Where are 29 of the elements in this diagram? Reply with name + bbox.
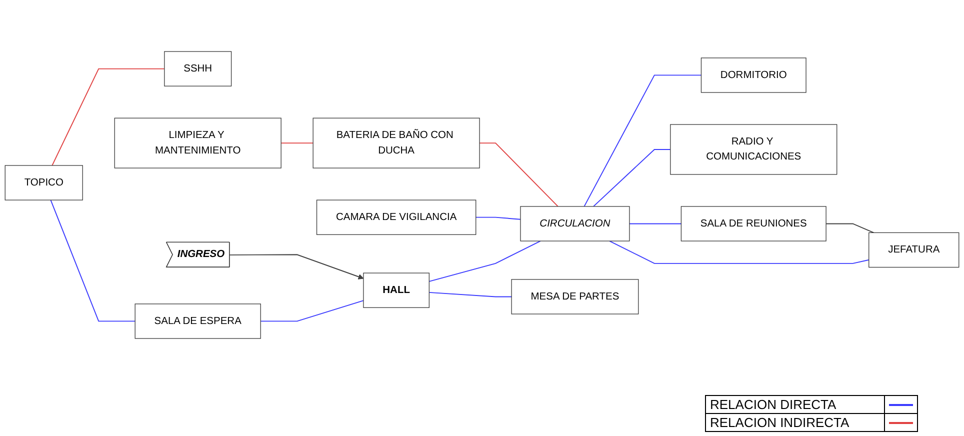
node-box: SALA DE REUNIONES: [680, 206, 826, 242]
connector: [628, 223, 682, 224]
node-box: BATERIA DE BAÑO CON DUCHA: [312, 118, 480, 168]
node-box: SALA DE ESPERA: [134, 304, 261, 339]
legend-label: RELACION INDIRECTA: [706, 414, 885, 431]
connector: [260, 300, 364, 322]
node-box: MESA DE PARTES: [511, 279, 639, 314]
connector: [475, 216, 521, 220]
connector: [479, 142, 558, 207]
node-box: CIRCULACION: [520, 206, 630, 242]
node-box: JEFATURA: [868, 232, 960, 268]
connector: [428, 292, 512, 298]
legend-label: RELACION DIRECTA: [706, 396, 885, 413]
node-box: HALL: [363, 272, 430, 308]
connector: [592, 148, 671, 207]
connector: [50, 200, 136, 322]
arrow: [229, 254, 364, 280]
node-box: RADIO Y COMUNICACIONES: [670, 124, 838, 175]
connector: [52, 68, 165, 166]
node-box: DORMITORIO: [700, 58, 806, 93]
connector: [609, 240, 870, 264]
node-box: SSHH: [164, 51, 232, 86]
connector: [826, 223, 874, 234]
node-box: TOPICO: [4, 165, 83, 200]
connector: [428, 240, 541, 282]
node-box: CAMARA DE VIGILANCIA: [316, 200, 476, 235]
connector: [584, 74, 702, 207]
connector: [280, 142, 314, 144]
node-box: LIMPIEZA Y MANTENIMIENTO: [114, 118, 282, 168]
